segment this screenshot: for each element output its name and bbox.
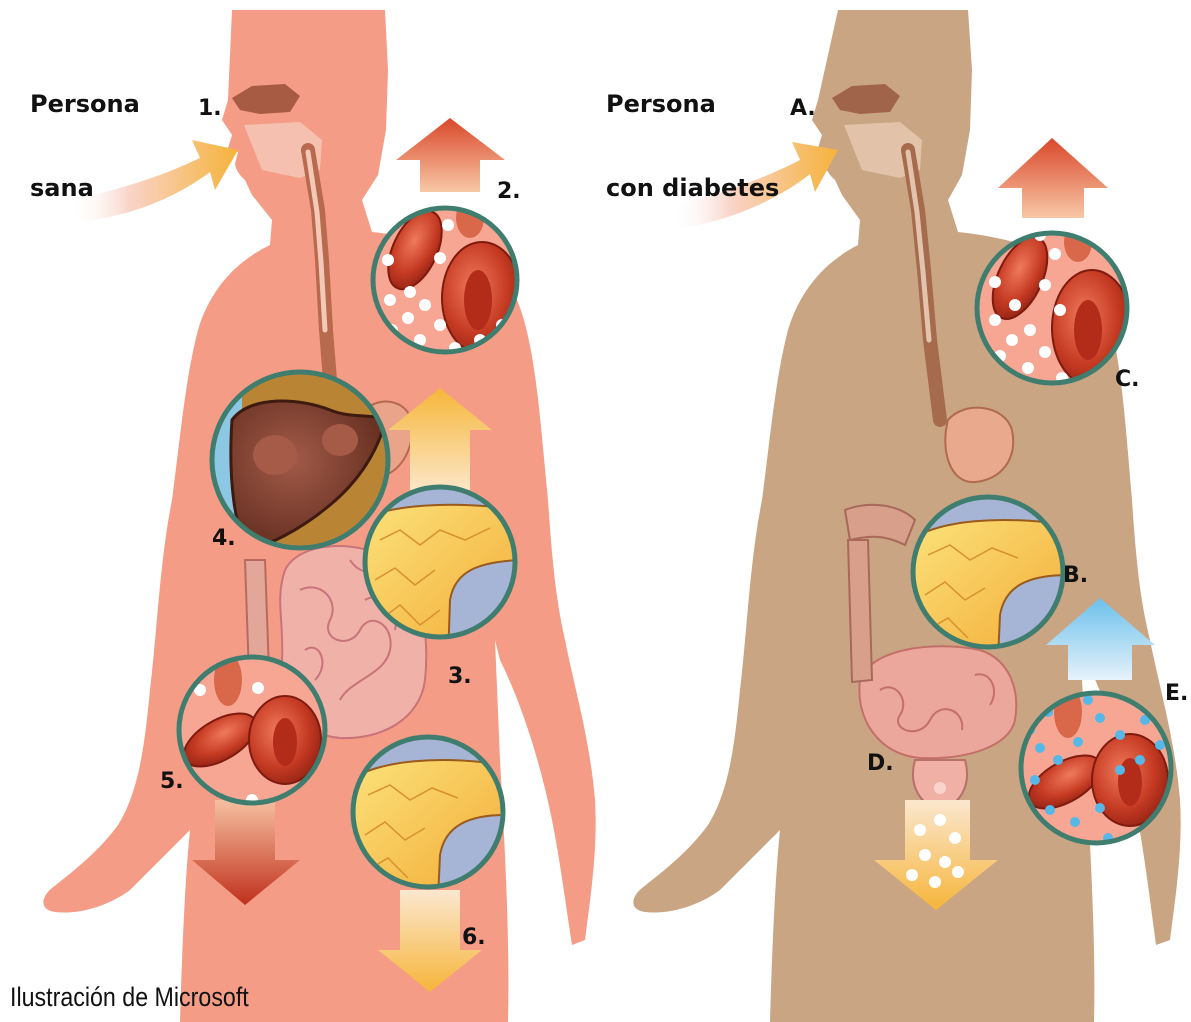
- arrow-up-healthy-top: [396, 118, 505, 192]
- image-credit: Ilustración de Microsoft: [10, 982, 249, 1013]
- label-d: D.: [867, 751, 894, 776]
- label-4: 4.: [212, 526, 236, 551]
- liver-circle-4: [212, 372, 388, 548]
- bladder-highlight: [934, 782, 946, 794]
- label-3: 3.: [448, 664, 472, 689]
- diabetic-person-title: Persona con diabetes: [606, 34, 779, 230]
- label-1: 1.: [198, 96, 222, 121]
- label-c: C.: [1115, 367, 1140, 392]
- label-5: 5.: [160, 769, 184, 794]
- label-e: E.: [1165, 681, 1188, 706]
- diabetic-title-line1: Persona: [606, 90, 779, 118]
- label-b: B.: [1063, 563, 1088, 588]
- label-a: A.: [790, 96, 816, 121]
- label-2: 2.: [497, 179, 521, 204]
- label-6: 6.: [462, 925, 486, 950]
- healthy-title-line1: Persona: [30, 90, 140, 118]
- arrow-up-diabetic-top: [998, 138, 1108, 218]
- healthy-title-line2: sana: [30, 174, 140, 202]
- diabetic-title-line2: con diabetes: [606, 174, 779, 202]
- blood-vessel-circle-2: [373, 198, 522, 354]
- healthy-person-title: Persona sana: [30, 34, 140, 230]
